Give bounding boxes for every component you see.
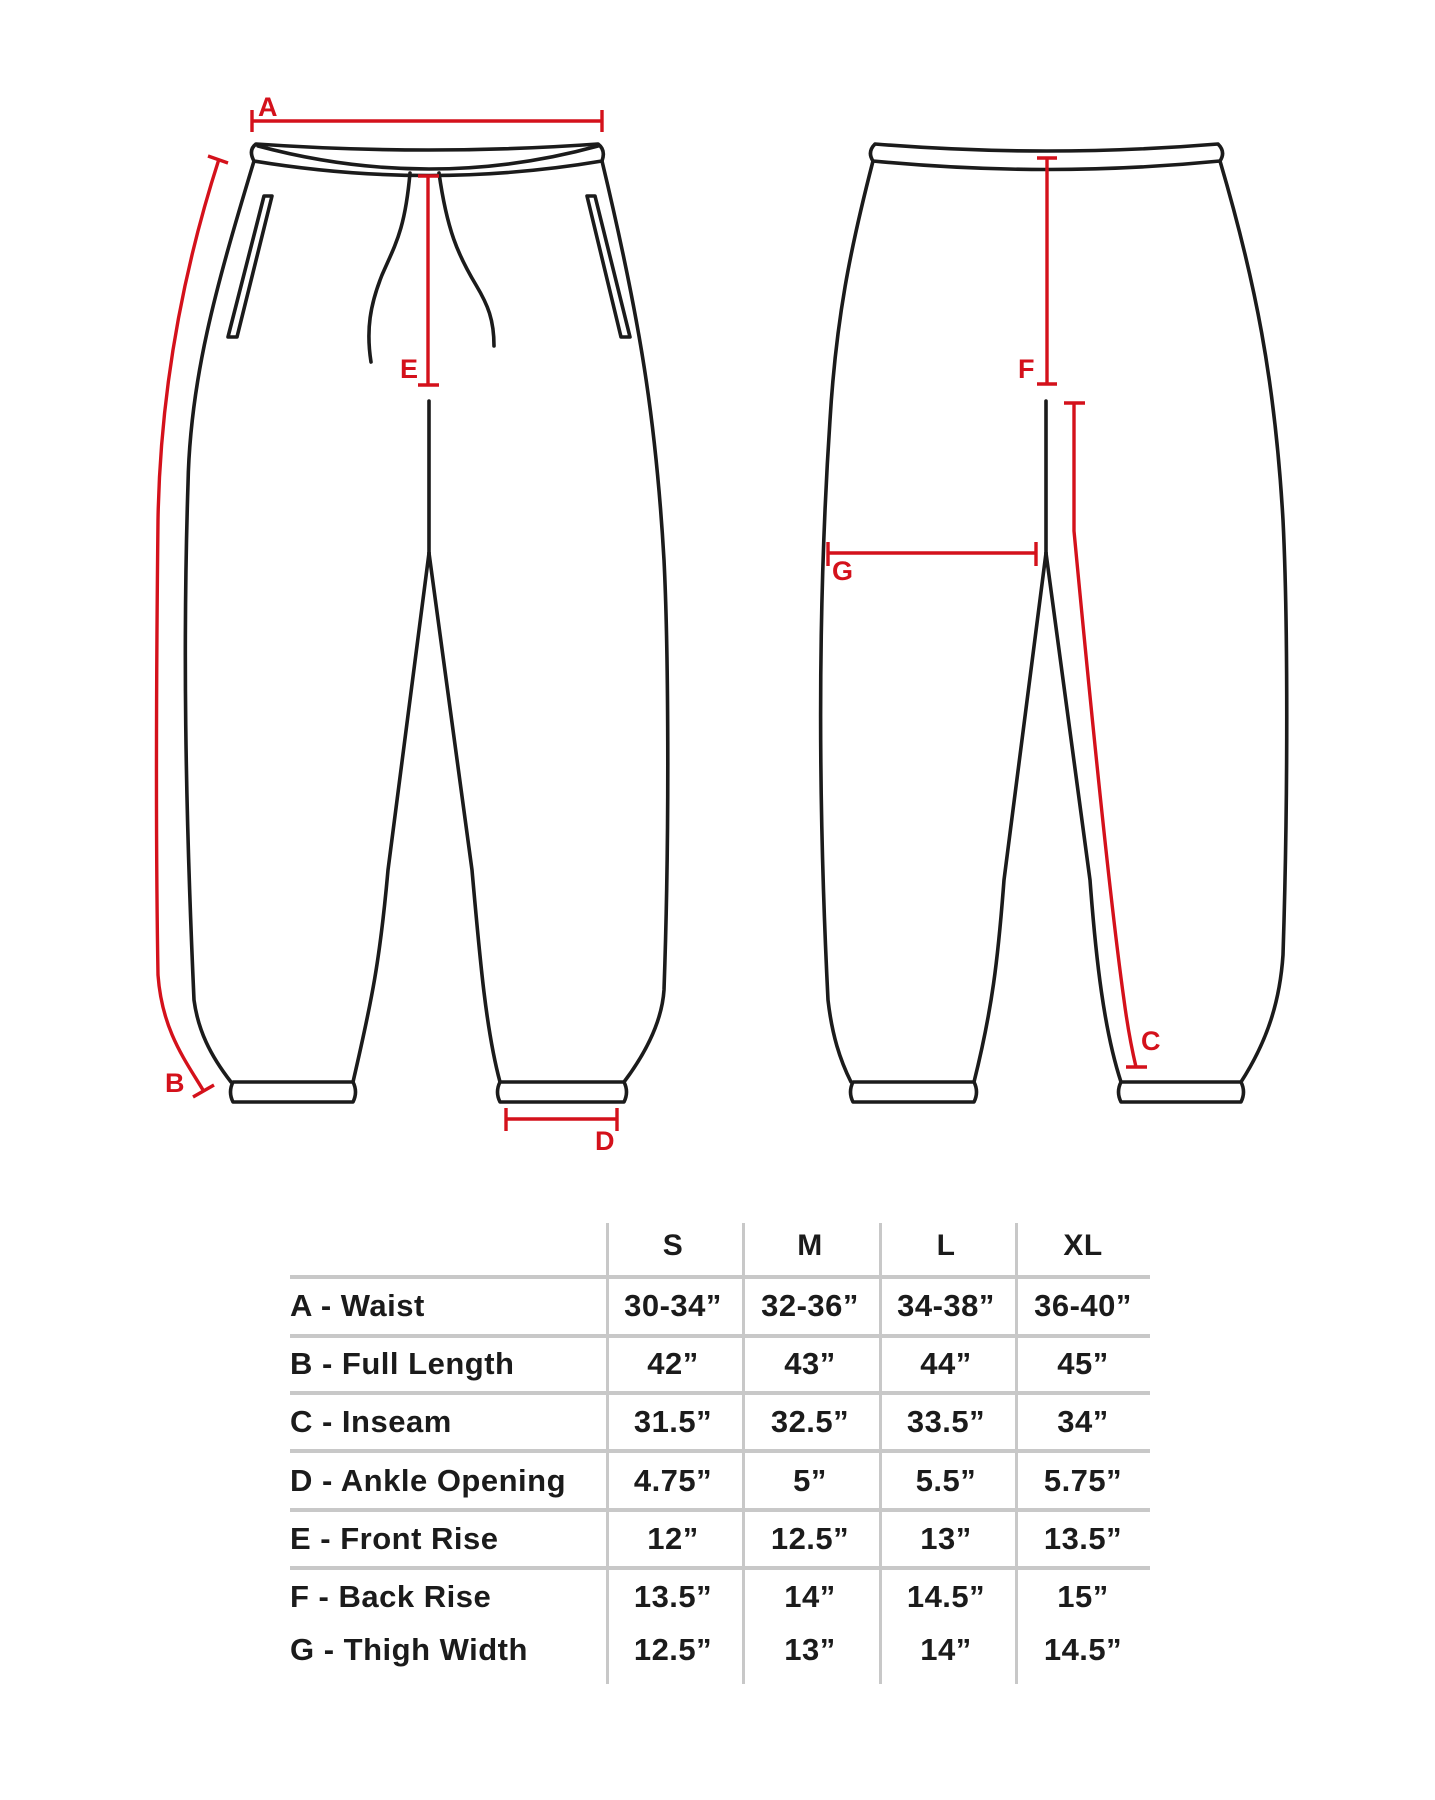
value-cell: 14.5”	[1043, 1632, 1123, 1667]
value-cell: 14”	[784, 1579, 836, 1614]
row-divider	[290, 1334, 1150, 1338]
column-header-m: M	[797, 1229, 823, 1262]
value-cell: 32-36”	[761, 1288, 859, 1323]
column-divider	[742, 1223, 745, 1684]
size-chart-table: S M L XL A - Waist 30-34” 32-36” 34-38” …	[290, 1223, 1150, 1684]
value-cell: 34-38”	[897, 1288, 995, 1323]
row-label: A - Waist	[290, 1288, 425, 1323]
column-header-xl: XL	[1063, 1229, 1103, 1262]
value-cell: 12.5”	[770, 1521, 850, 1556]
measure-f-back-rise: F	[1018, 156, 1057, 386]
label-f: F	[1018, 354, 1035, 384]
front-left-inner-seam	[351, 551, 431, 1084]
value-cell: 42”	[647, 1346, 699, 1381]
row-label: D - Ankle Opening	[290, 1463, 567, 1498]
front-left-outer-seam	[183, 159, 256, 1084]
value-cell: 12”	[647, 1521, 699, 1556]
back-view-pants	[818, 142, 1289, 1104]
row-label: F - Back Rise	[290, 1579, 492, 1614]
value-cell: 15”	[1057, 1579, 1109, 1614]
drawstring-left	[367, 171, 412, 364]
value-cell: 30-34”	[624, 1288, 722, 1323]
label-b: B	[165, 1068, 185, 1098]
value-cell: 12.5”	[633, 1632, 713, 1667]
front-right-cuff	[495, 1080, 629, 1104]
column-header-l: L	[936, 1229, 956, 1262]
front-right-inner-seam	[427, 551, 502, 1084]
measure-d-ankle-opening: D	[504, 1108, 619, 1156]
row-label: B - Full Length	[290, 1346, 515, 1381]
front-view-pants	[183, 142, 670, 1104]
value-cell: 34”	[1057, 1404, 1109, 1439]
value-cell: 5.75”	[1043, 1463, 1123, 1498]
value-cell: 36-40”	[1034, 1288, 1132, 1323]
row-divider	[290, 1275, 1150, 1279]
value-cell: 14”	[920, 1632, 972, 1667]
measure-b-full-length: B	[154, 154, 229, 1099]
pants-measurement-diagram: A B E D F C G	[154, 92, 1289, 1156]
drawstring-right	[437, 171, 496, 348]
label-e: E	[400, 354, 418, 384]
value-cell: 31.5”	[633, 1404, 713, 1439]
column-divider	[606, 1223, 609, 1684]
front-right-outer-seam	[600, 159, 670, 1084]
row-divider	[290, 1508, 1150, 1512]
label-a: A	[258, 92, 278, 122]
measure-e-front-rise: E	[400, 174, 439, 387]
value-cell: 43”	[784, 1346, 836, 1381]
front-waistband-inner-curve	[256, 144, 600, 171]
value-cell: 44”	[920, 1346, 972, 1381]
back-right-inner-seam	[1044, 551, 1123, 1084]
value-cell: 33.5”	[906, 1404, 986, 1439]
row-label: E - Front Rise	[290, 1521, 499, 1556]
row-label: G - Thigh Width	[290, 1632, 528, 1667]
row-divider	[290, 1449, 1150, 1453]
back-right-cuff	[1116, 1080, 1246, 1104]
measure-a-waist: A	[250, 92, 604, 132]
front-left-pocket	[226, 194, 274, 339]
value-cell: 5”	[793, 1463, 827, 1498]
label-d: D	[595, 1126, 615, 1156]
value-cell: 14.5”	[906, 1579, 986, 1614]
back-right-outer-seam	[1218, 159, 1289, 1084]
value-cell: 13.5”	[633, 1579, 713, 1614]
value-cell: 4.75”	[633, 1463, 713, 1498]
front-right-pocket	[585, 194, 632, 339]
measure-c-inseam: C	[1064, 401, 1161, 1069]
column-divider	[879, 1223, 882, 1684]
value-cell: 13”	[920, 1521, 972, 1556]
back-left-cuff	[848, 1080, 979, 1104]
value-cell: 5.5”	[915, 1463, 977, 1498]
row-label: C - Inseam	[290, 1404, 452, 1439]
measure-g-thigh-width: G	[826, 542, 1038, 586]
value-cell: 45”	[1057, 1346, 1109, 1381]
value-cell: 13”	[784, 1632, 836, 1667]
column-divider	[1015, 1223, 1018, 1684]
column-header-s: S	[662, 1229, 684, 1262]
value-cell: 13.5”	[1043, 1521, 1123, 1556]
row-divider	[290, 1566, 1150, 1570]
front-left-cuff	[228, 1080, 358, 1104]
back-left-outer-seam	[818, 159, 875, 1084]
back-left-inner-seam	[972, 551, 1048, 1084]
label-g: G	[832, 556, 853, 586]
value-cell: 32.5”	[770, 1404, 850, 1439]
row-divider	[290, 1391, 1150, 1395]
label-c: C	[1141, 1026, 1161, 1056]
